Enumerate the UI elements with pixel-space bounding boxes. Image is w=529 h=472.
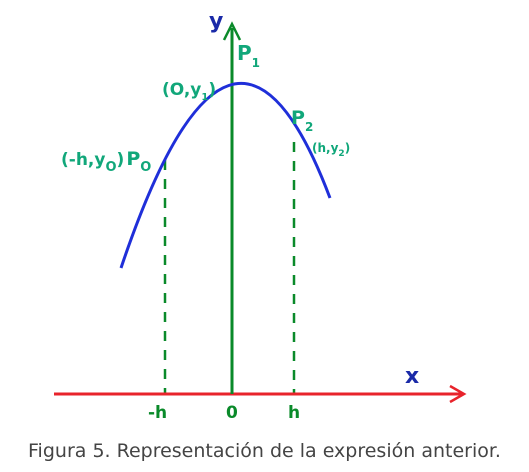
point-p2-name: P2	[291, 107, 313, 134]
y-axis-arrowhead	[222, 21, 242, 41]
tick-label-h: h	[288, 403, 300, 423]
point-p1-name: P1	[237, 41, 260, 70]
point-p1-coordinates: (O,y1)	[162, 80, 216, 103]
point-p0-label: (-h,yO)PO	[61, 148, 151, 175]
y-axis-label: y	[209, 9, 223, 34]
point-p2-coordinates: (h,y2)	[312, 141, 350, 159]
figure-caption: Figura 5. Representación de la expresión…	[28, 440, 501, 462]
tick-label-zero: 0	[226, 403, 238, 423]
x-axis-arrowhead	[449, 384, 467, 404]
parabola-curve	[119, 81, 332, 269]
tick-label-neg-h: -h	[148, 403, 167, 423]
x-axis-label: x	[405, 364, 419, 389]
parabola-diagram: y x -h 0 h P1 (O,y1) (-h,yO)PO P2 (h,y2)	[54, 9, 467, 423]
